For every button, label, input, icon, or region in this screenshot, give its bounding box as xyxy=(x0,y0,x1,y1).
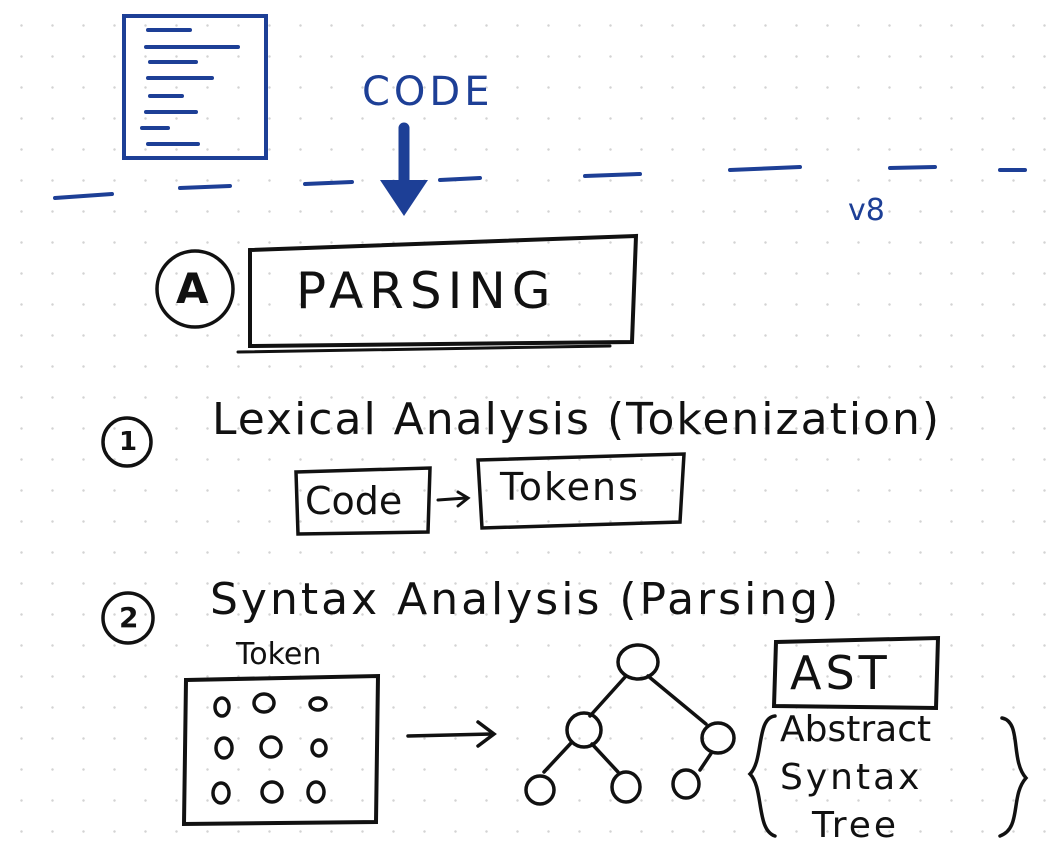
tokens-box-label: Tokens xyxy=(500,465,640,509)
step1-title: Lexical Analysis (Tokenization) xyxy=(212,394,942,445)
ast-box-label: AST xyxy=(790,646,891,700)
code-label: CODE xyxy=(362,69,494,115)
ast-expansion-syntax: Syntax xyxy=(780,757,923,798)
step2-title: Syntax Analysis (Parsing) xyxy=(210,574,842,625)
parsing-box xyxy=(236,233,639,354)
tokens-box xyxy=(476,452,686,530)
section-a-marker: A xyxy=(176,264,209,313)
step2-number-circle xyxy=(101,591,155,645)
down-arrow-icon xyxy=(380,122,428,216)
code-box-label: Code xyxy=(305,479,403,523)
ast-expansion-abstract: Abstract xyxy=(780,709,932,750)
ast-tree xyxy=(524,643,736,806)
code-document-icon xyxy=(122,14,268,160)
syntax-arrow-icon xyxy=(406,720,497,748)
ast-braces xyxy=(747,714,1029,838)
ast-expansion-tree: Tree xyxy=(812,805,900,846)
step1-number-circle xyxy=(101,416,153,468)
section-a-circle xyxy=(155,249,235,329)
token-grid-box xyxy=(181,673,381,827)
code-box xyxy=(294,466,432,536)
parsing-title: PARSING xyxy=(296,262,557,320)
step1-number: 1 xyxy=(119,427,138,457)
step2-number: 2 xyxy=(119,601,139,634)
ast-box xyxy=(771,635,941,711)
engine-label: v8 xyxy=(848,193,885,228)
lexical-arrow-icon xyxy=(436,490,471,508)
token-label: Token xyxy=(236,637,322,672)
engine-boundary-line xyxy=(53,165,1027,200)
